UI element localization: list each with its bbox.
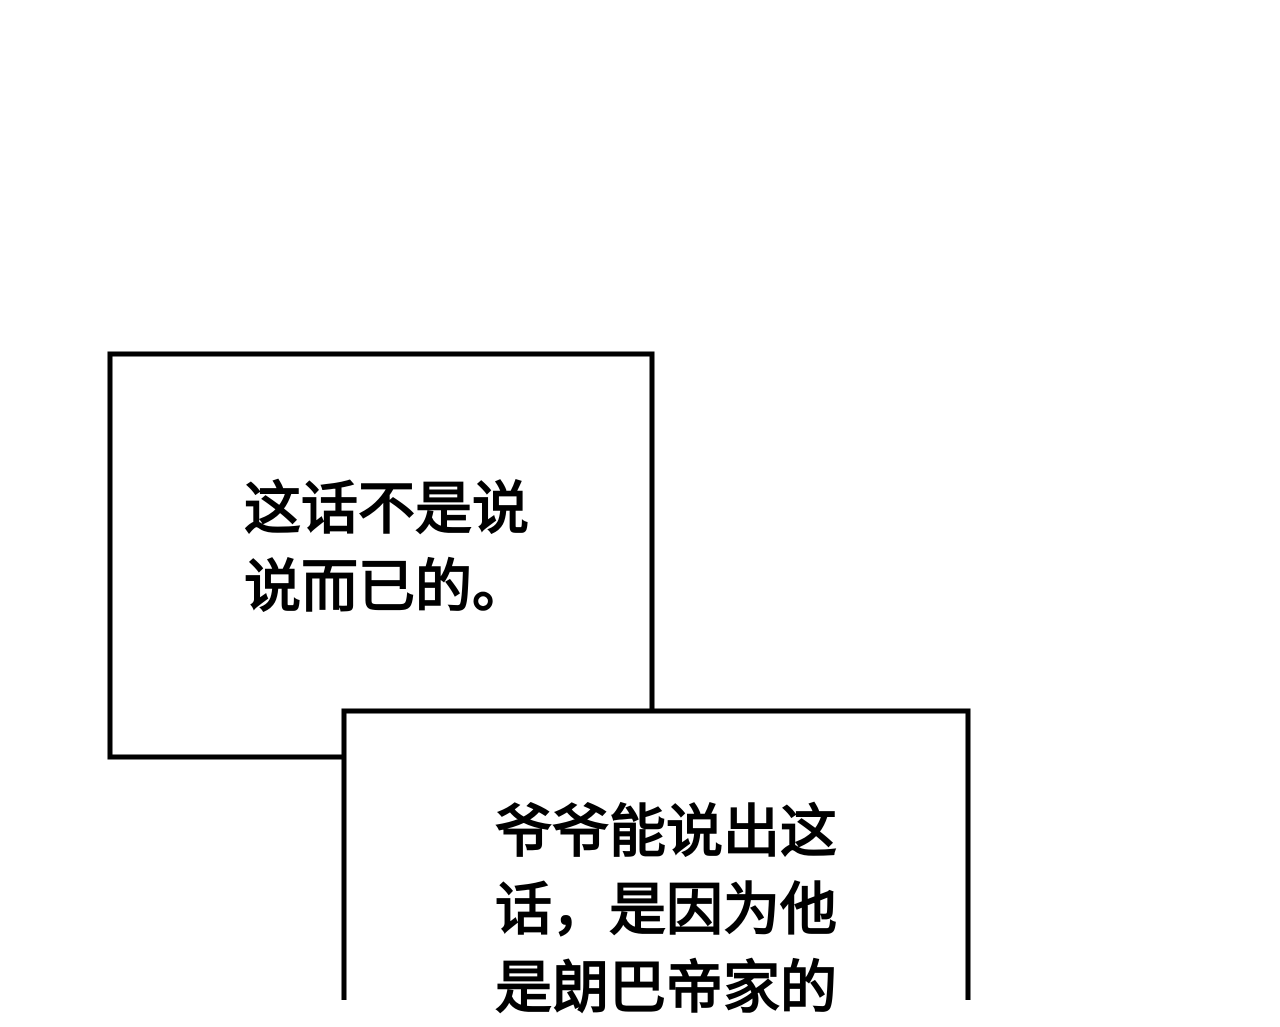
comic-page: 这话不是说 说而已的。 爷爷能说出这 话，是因为他 是朗巴帝家的 (107, 351, 971, 1021)
caption-box-2 (341, 708, 971, 1000)
caption-1-line: 说而已的。 (244, 554, 529, 620)
caption-2-line: 是朗巴帝家的 (495, 955, 837, 1021)
caption-text-1: 这话不是说 说而已的。 (244, 470, 529, 626)
caption-2-line: 话，是因为他 (495, 877, 837, 943)
caption-2-line: 爷爷能说出这 (495, 799, 837, 865)
caption-1-line: 这话不是说 (244, 476, 529, 542)
speech-panels (107, 351, 971, 1000)
caption-text-2: 爷爷能说出这 话，是因为他 是朗巴帝家的 (495, 793, 837, 1027)
caption-box-merge (346, 713, 650, 755)
